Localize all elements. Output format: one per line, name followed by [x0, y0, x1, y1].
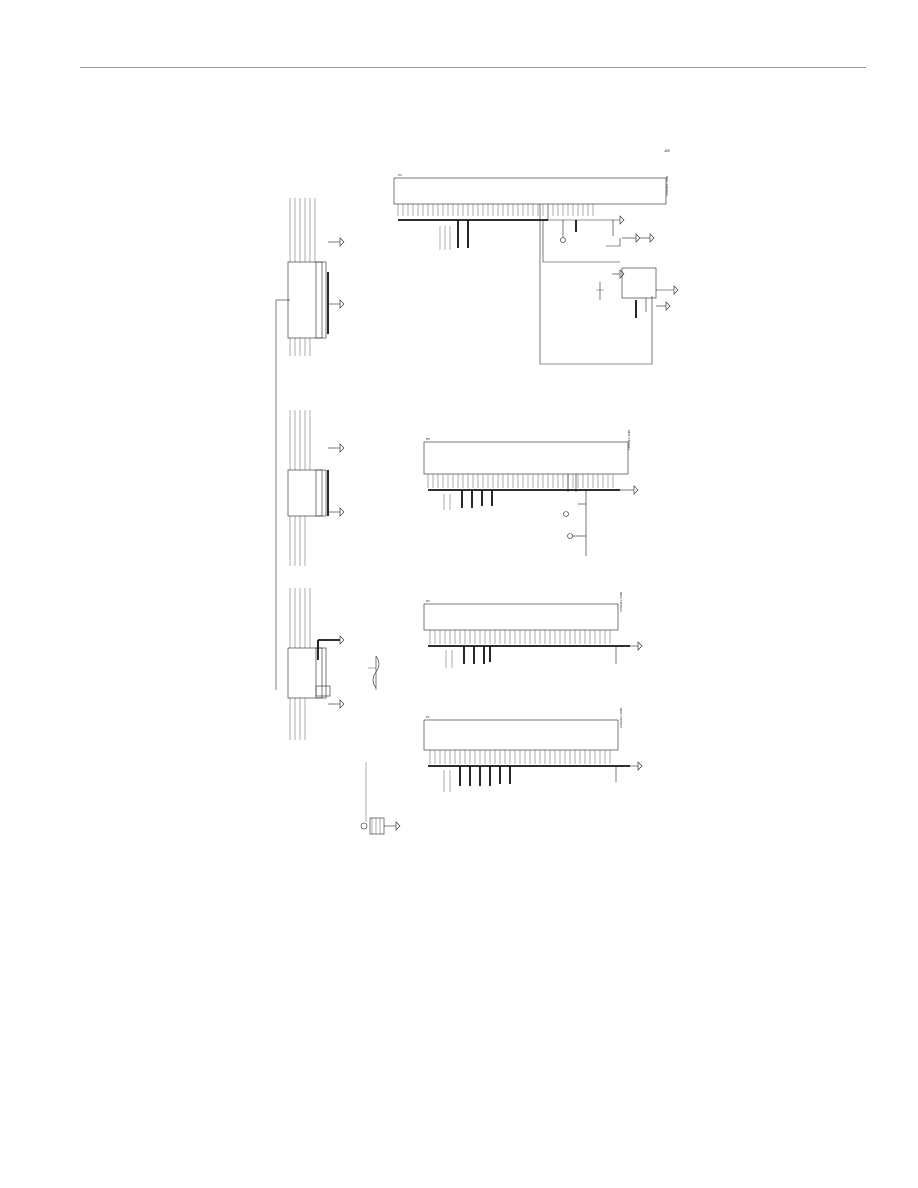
p2-part: MPC-T4P84A7: [619, 592, 623, 613]
p5-ref: P5: [426, 437, 430, 441]
p1-ref: P1: [426, 715, 430, 719]
small-component: [368, 655, 380, 690]
p4-ref: P4: [398, 173, 402, 177]
p5-part: MPC-T4P84A7: [627, 430, 631, 451]
connector-p1: P1 MPC-T4P84A7: [423, 708, 643, 792]
gnd-connector: [360, 762, 401, 835]
connector-p5: P5 MPC-T4P84A7: [423, 430, 639, 556]
stray-label: J/00: [664, 149, 670, 153]
left-column: [275, 198, 401, 835]
chip-bottom: [287, 588, 345, 740]
p4-part: MPC-T4P84A7: [665, 176, 669, 197]
header-rule: [80, 67, 866, 68]
p1-part: MPC-T4P84A7: [619, 708, 623, 729]
connector-p4: P4 MPC-T4P84A7: [393, 149, 670, 365]
regulator: [596, 267, 679, 318]
chip-top: [287, 237, 345, 339]
chip-top-pins: [289, 198, 316, 356]
p2-ref: P2: [426, 599, 430, 603]
chip-middle: [287, 410, 345, 566]
connector-p2: P2 MPC-T4P84A7: [423, 592, 643, 668]
